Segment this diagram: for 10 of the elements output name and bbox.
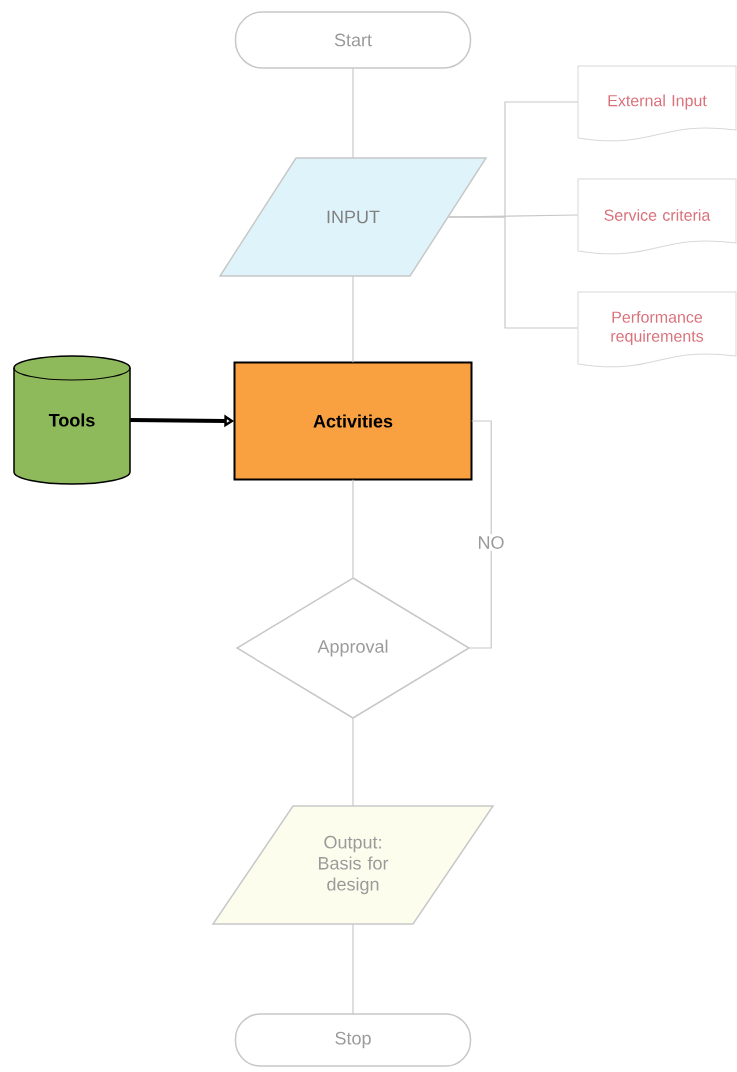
connector — [352, 275, 354, 363]
connector — [352, 67, 354, 159]
edge-label: NO — [475, 534, 507, 551]
connector — [352, 923, 354, 1015]
storage-cylinder: Tools — [13, 355, 131, 485]
connector — [352, 479, 354, 579]
process-box: Activities — [233, 361, 473, 481]
connector — [352, 717, 354, 807]
connector — [468, 420, 492, 649]
connector — [447, 216, 579, 329]
